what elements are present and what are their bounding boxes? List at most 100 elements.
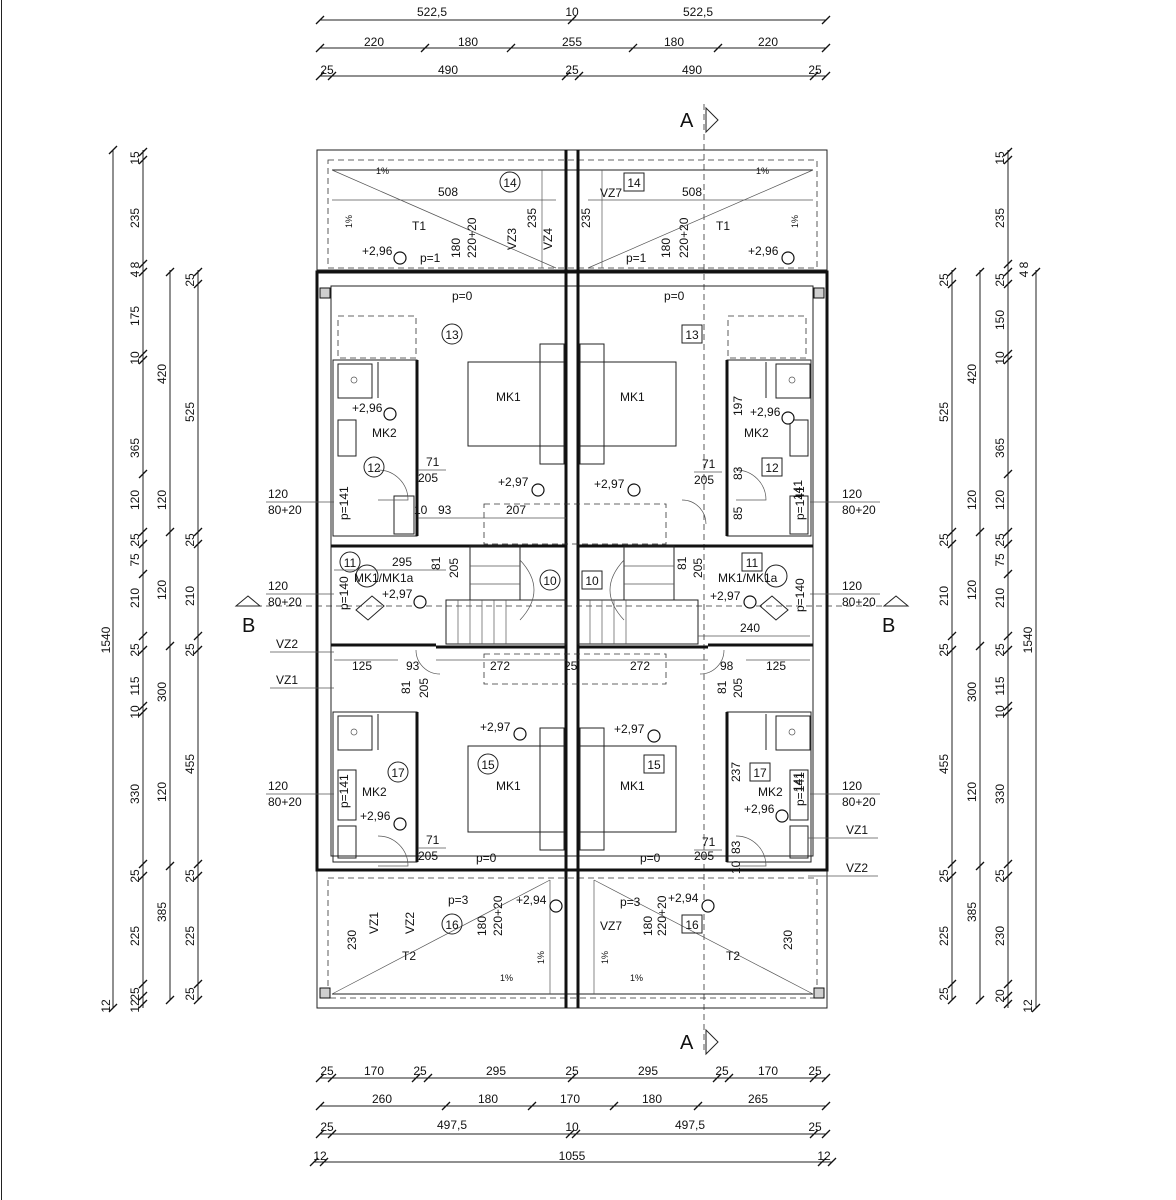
section-a-top: A xyxy=(680,110,694,132)
dim-bottom-4: 295 xyxy=(486,1064,506,1078)
op-81-mr: 81 xyxy=(715,680,729,694)
room-10-right: 10 xyxy=(585,574,599,588)
dim-left-inner-5: 25 xyxy=(183,533,197,547)
vz2-bottom: VZ2 xyxy=(403,912,417,934)
p141-ll: p=141 xyxy=(337,774,351,808)
dim-right-6: 150 xyxy=(993,310,1007,330)
room-11-right: 11 xyxy=(746,556,759,570)
op-l2-a: 120 xyxy=(268,579,288,593)
bottom-dimension-chains: 25 170 25 295 25 295 25 170 25 260 180 1… xyxy=(309,1064,837,1167)
op-22020-tl: 220+20 xyxy=(465,217,479,258)
dim-top-1: 522,5 xyxy=(417,5,447,19)
slope-t1-left: 1% xyxy=(376,166,389,176)
op-508-left: 508 xyxy=(438,185,458,199)
dim-left-11: 210 xyxy=(128,588,142,608)
dim-left-9: 25 xyxy=(128,533,142,547)
op-207: 207 xyxy=(506,503,526,517)
dim-top-13: 25 xyxy=(808,63,822,77)
dim-right-14: 115 xyxy=(993,676,1007,695)
op-141-ur: 141 xyxy=(791,480,805,500)
label-mk2-lr: MK2 xyxy=(758,785,783,799)
label-mk2-ll: MK2 xyxy=(362,785,387,799)
dim-left-19: 12 xyxy=(128,999,142,1013)
vz1-right-low: VZ1 xyxy=(846,823,868,837)
label-mk1a-left: MK1/MK1a xyxy=(354,571,414,585)
dim-bottom-12: 170 xyxy=(560,1092,580,1106)
label-mk2-ur: MK2 xyxy=(744,426,769,440)
opening-codes: VZ3 VZ4 VZ7 VZ2 VZ1 VZ1 VZ2 VZ1 VZ2 VZ7 xyxy=(270,186,878,934)
dim-left-inner-9: 300 xyxy=(155,682,169,702)
label-t2-right: T2 xyxy=(726,949,740,963)
level-bath-ul: +2,96 xyxy=(352,401,383,415)
level-room-ll: +2,97 xyxy=(480,720,511,734)
room-12-right: 12 xyxy=(765,461,779,475)
dim-left-inner-7: 210 xyxy=(183,586,197,606)
room-numbers: 14 14 13 13 12 12 11 11 10 10 15 15 17 1… xyxy=(339,171,783,935)
op-81-left: 81 xyxy=(429,556,443,570)
op-10-ul: 10 xyxy=(414,503,428,517)
dim-right-8: 365 xyxy=(993,438,1007,458)
p141-ul: p=141 xyxy=(337,486,351,520)
dim-right-inner-11: 120 xyxy=(965,782,979,802)
dim-right-inner-13: 385 xyxy=(965,902,979,922)
dim-top-2: 10 xyxy=(565,5,579,19)
dim-right-inner-5: 25 xyxy=(937,533,951,547)
op-81-right: 81 xyxy=(675,556,689,570)
level-hall-right: +2,97 xyxy=(710,589,741,603)
dim-left-total: 1540 xyxy=(99,626,113,653)
p140-left: p=140 xyxy=(337,576,351,610)
section-b-right: B xyxy=(882,615,895,637)
op-l2-b: 80+20 xyxy=(268,595,302,609)
room-17-left: 17 xyxy=(391,766,405,780)
slope-t2-right-v: 1% xyxy=(600,951,610,964)
dim-top-12: 490 xyxy=(682,63,702,77)
dim-left-13: 115 xyxy=(128,676,142,695)
dim-top-6: 255 xyxy=(562,35,582,49)
op-l1-b: 80+20 xyxy=(268,503,302,517)
op-83-lr: 83 xyxy=(729,840,743,854)
vz2-right-low: VZ2 xyxy=(846,861,868,875)
dim-right-inner-9: 300 xyxy=(965,682,979,702)
label-mk1-ll: MK1 xyxy=(496,779,521,793)
dim-left-inner-1: 25 xyxy=(183,273,197,287)
op-r1-a: 120 xyxy=(842,487,862,501)
op-r2-b: 80+20 xyxy=(842,595,876,609)
dim-top-11: 25 xyxy=(565,63,579,77)
label-mk1-lr: MK1 xyxy=(620,779,645,793)
dim-bottom-1: 25 xyxy=(320,1064,334,1078)
op-l1-a: 120 xyxy=(268,487,288,501)
dim-left-inner-2: 420 xyxy=(155,364,169,384)
slope-t2-left: 1% xyxy=(500,973,513,983)
level-room-ul: +2,97 xyxy=(498,475,529,489)
dim-right-inner-3: 525 xyxy=(937,402,951,422)
room-14-left: 14 xyxy=(503,176,517,190)
dim-bottom-18: 497,5 xyxy=(675,1118,705,1132)
dim-bottom-7: 25 xyxy=(715,1064,729,1078)
dim-right-15: 10 xyxy=(993,705,1007,719)
slope-marks: 1% 1% 1% 1% 1% 1% 1% 1% xyxy=(344,166,800,983)
op-22020-tr: 220+20 xyxy=(677,217,691,258)
room-15-right: 15 xyxy=(647,758,661,772)
dim-bottom-6: 295 xyxy=(638,1064,658,1078)
dim-left-6: 10 xyxy=(128,351,142,365)
dim-left-inner-14: 225 xyxy=(183,926,197,946)
op-180-br: 180 xyxy=(641,916,655,936)
op-205-mr: 205 xyxy=(731,678,745,698)
opening-dimensions: 120 80+20 120 80+20 120 80+20 120 80+20 … xyxy=(266,185,880,950)
level-room-lr: +2,97 xyxy=(614,722,645,736)
dim-left-total-end: 12 xyxy=(99,999,113,1013)
p1-right: p=1 xyxy=(626,251,647,265)
label-mk1-ul: MK1 xyxy=(496,390,521,404)
dim-left-7: 365 xyxy=(128,438,142,458)
dim-right-16: 330 xyxy=(993,784,1007,804)
op-l3-a: 120 xyxy=(268,779,288,793)
left-dimension-chains: 15 235 8 4 175 10 365 120 25 75 210 25 1… xyxy=(99,145,203,1013)
dim-right-total: 1540 xyxy=(1021,626,1035,653)
op-71-ur: 71 xyxy=(702,457,716,471)
section-b-left: B xyxy=(242,615,255,637)
dim-left-inner-6: 120 xyxy=(155,580,169,600)
dim-bottom-5: 25 xyxy=(565,1064,579,1078)
op-93-ul: 93 xyxy=(438,503,452,517)
p141-ur: p=141 xyxy=(793,486,807,520)
